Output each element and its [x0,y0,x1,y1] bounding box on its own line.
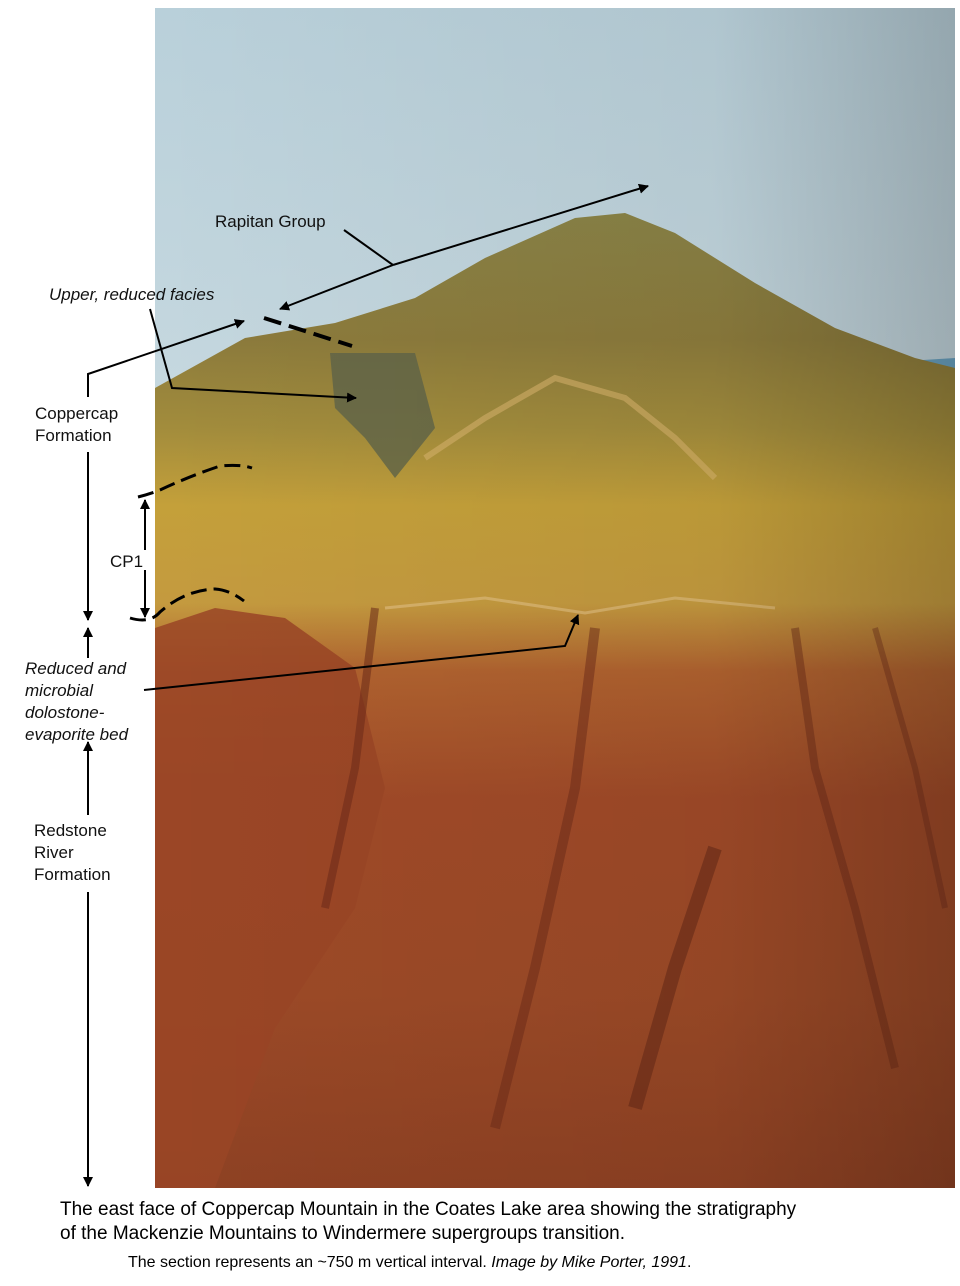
rapitan-group-label: Rapitan Group [215,212,326,231]
upper-facies-label: Upper, reduced facies [49,285,215,304]
credit-text: The section represents an ~750 m vertica… [128,1254,492,1271]
coppercap-line-2: Formation [35,426,112,445]
reduced-bed-line-4: evaporite bed [25,725,129,744]
figure-credit: The section represents an ~750 m vertica… [128,1253,928,1273]
contact-cp1-top-dashed [137,463,253,499]
figure-caption: The east face of Coppercap Mountain in t… [60,1198,940,1246]
upper-facies-leader [149,308,357,403]
redstone-formation-label: Redstone River Formation [34,820,111,886]
reduced-bed-line-3: dolostone- [25,703,105,722]
reduced-bed-line-2: microbial [25,681,94,700]
coppercap-upper-arrow [87,319,245,397]
caption-line-1: The east face of Coppercap Mountain in t… [60,1199,797,1220]
contact-cp1-base-dashed [129,587,245,622]
redstone-line-3: Formation [34,865,111,884]
reduced-bed-label: Reduced and microbial dolostone- evapori… [25,658,128,746]
rapitan-leader [343,229,394,266]
redstone-line-1: Redstone [34,821,107,840]
redstone-line-2: River [34,843,74,862]
coppercap-formation-label: Coppercap Formation [35,403,118,447]
credit-end: . [686,1254,692,1271]
rapitan-arrow [392,183,649,266]
reduced-bed-leader [143,614,580,691]
coppercap-line-1: Coppercap [35,404,119,423]
credit-author: Image by Mike Porter, 1991 [491,1254,687,1271]
rapitan-arrow-lower [279,264,394,311]
contact-upper-dashed [263,316,353,348]
mountain-photograph [155,8,955,1188]
caption-line-2: of the Mackenzie Mountains to Windermere… [60,1223,625,1244]
reduced-bed-line-1: Reduced and [25,659,127,678]
cp1-label: CP1 [110,552,144,571]
